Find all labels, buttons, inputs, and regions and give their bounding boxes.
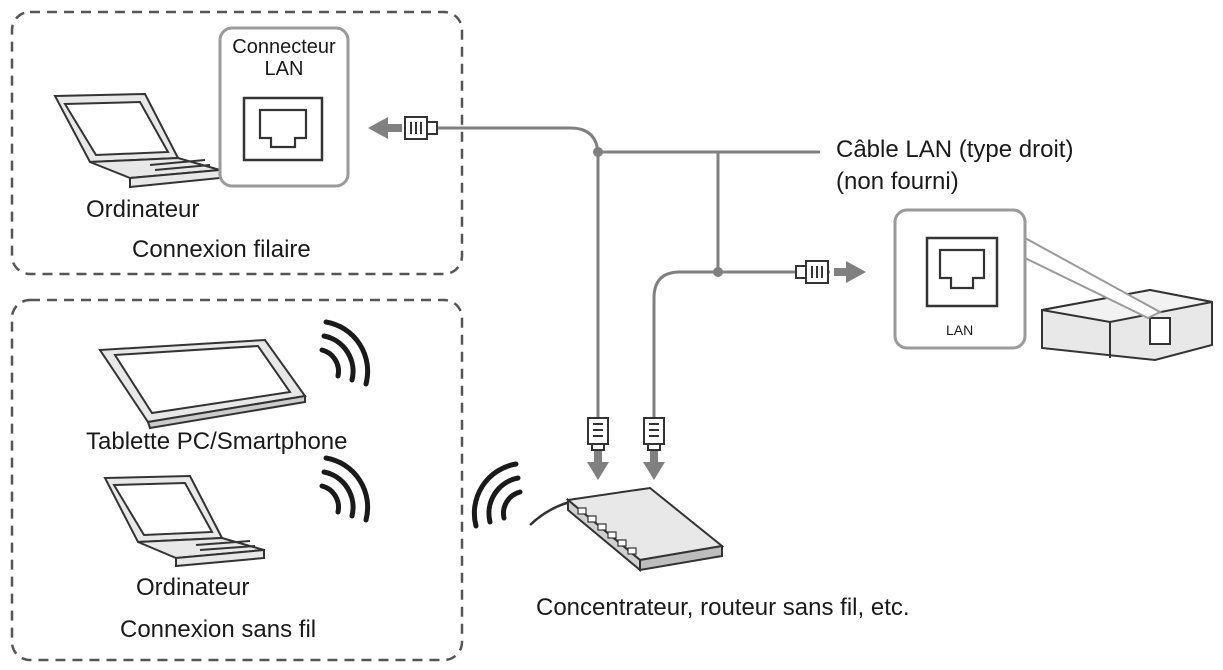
- wifi-signal-icon: [319, 319, 371, 387]
- projector-lan-port-label: LAN: [946, 322, 974, 338]
- lan-connector-label-line1: Connecteur: [232, 36, 336, 58]
- cable-to-projector: [652, 270, 830, 418]
- cable-junction-dot: [593, 147, 603, 157]
- cable-label-line2: (non fourni): [836, 168, 959, 195]
- lan-port-icon: [925, 236, 999, 308]
- arrow-down-icon: [643, 450, 665, 480]
- wireless-laptop-icon: [103, 474, 265, 568]
- wired-computer-label: Ordinateur: [86, 196, 200, 223]
- arrow-right-icon: [834, 261, 866, 283]
- lan-connector-label: Connecteur LAN: [222, 36, 346, 80]
- wifi-signal-icon: [319, 455, 371, 523]
- arrow-down-icon: [587, 450, 609, 480]
- arrow-left-icon: [368, 117, 402, 139]
- tablet-label: Tablette PC/Smartphone: [86, 428, 348, 455]
- wireless-connection-group-box: [10, 298, 464, 662]
- network-hub-icon: [565, 486, 725, 573]
- hub-antenna: [529, 500, 571, 526]
- lan-cable-lines: [435, 126, 830, 418]
- cable-junction-dot: [713, 267, 723, 277]
- rj45-plug-icon: [795, 260, 829, 284]
- wired-connection-group-box: [10, 10, 464, 276]
- rj45-plug-icon: [643, 417, 665, 451]
- rj45-plug-icon: [587, 417, 609, 451]
- wired-laptop-icon: [53, 92, 221, 189]
- cable-label-line1: Câble LAN (type droit): [836, 136, 1074, 163]
- lan-connector-label-line2: LAN: [264, 58, 304, 80]
- wireless-computer-label: Ordinateur: [136, 574, 250, 601]
- hub-label: Concentrateur, routeur sans fil, etc.: [536, 594, 910, 621]
- lan-port-icon: [242, 96, 324, 162]
- connection-arrows: [368, 117, 866, 480]
- rj45-plug-icon: [404, 116, 438, 140]
- wifi-signal-icon: [471, 461, 523, 529]
- cable-to-computer: [435, 126, 600, 418]
- tablet-icon: [98, 338, 307, 430]
- wireless-connection-label: Connexion sans fil: [120, 616, 317, 643]
- wired-connection-label: Connexion filaire: [132, 236, 311, 263]
